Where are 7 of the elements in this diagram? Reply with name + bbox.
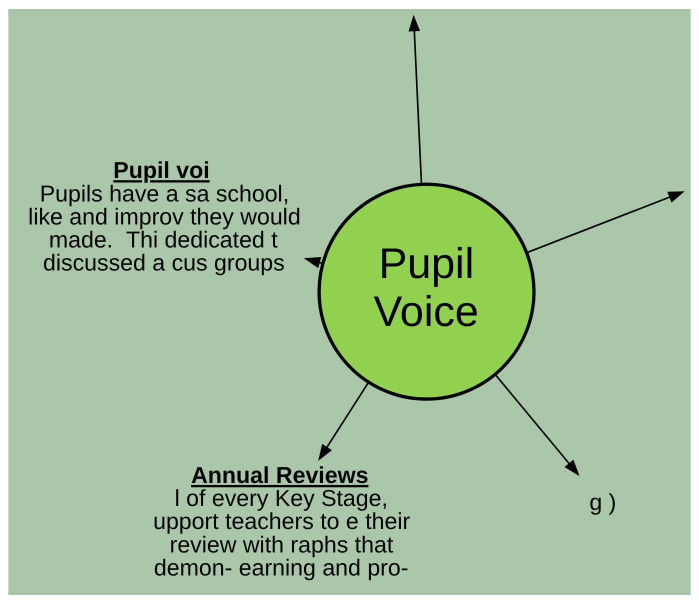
arrow <box>494 374 580 476</box>
arrow <box>318 382 369 461</box>
arrow <box>408 14 422 184</box>
node-text: Annual Reviews l of every Key Stage, upport teachers to e their review with raphs that demon- earning and pro- <box>153 462 410 580</box>
node-text: Pupil voi Pupils have a sa school, like and improv they would made. Thi dedicated t discussed a cus groups <box>28 157 301 276</box>
arrow <box>527 191 685 254</box>
node-text: g ) <box>589 489 616 516</box>
